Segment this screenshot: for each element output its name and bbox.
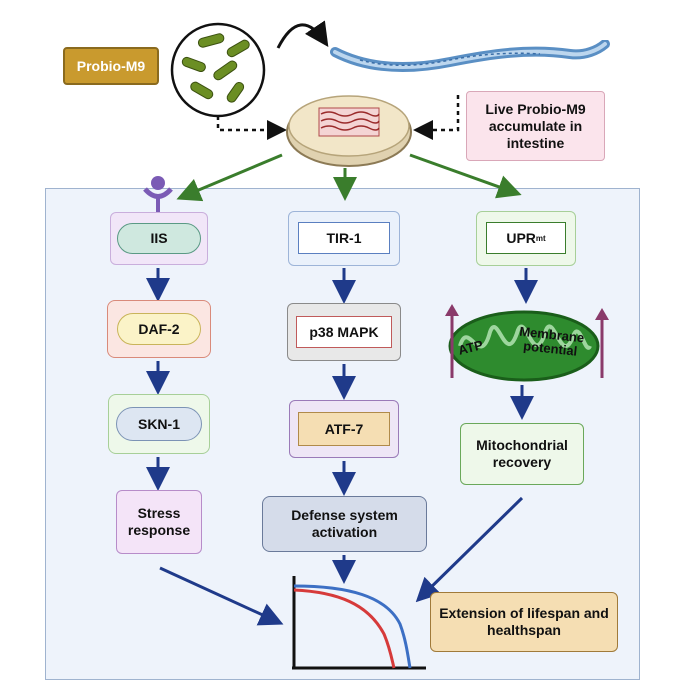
- survival-curve-icon: [292, 576, 426, 670]
- atf7-node: ATF-7: [298, 412, 390, 446]
- stress-response-box: Stress response: [116, 490, 202, 554]
- curve-arrow: [276, 20, 329, 49]
- probio-label: Probio-M9: [63, 47, 159, 85]
- green-arrow-upr: [409, 153, 522, 199]
- accumulate-note: Live Probio-M9 accumulate in intestine: [466, 91, 605, 161]
- mitochondria-icon: [445, 304, 609, 382]
- defense-activation-box: Defense system activation: [262, 496, 427, 552]
- arrow-recovery-curve: [415, 496, 524, 603]
- iis-node: IIS: [117, 223, 201, 254]
- receptor-icon: [143, 176, 173, 214]
- p38-node: p38 MAPK: [296, 316, 392, 348]
- mito-recovery-box: Mitochondrial recovery: [460, 423, 584, 485]
- lifespan-result-box: Extension of lifespan and healthspan: [430, 592, 618, 652]
- green-arrow-iis: [176, 153, 283, 202]
- arrow-stress-curve: [159, 566, 284, 626]
- dotted-arrow-left: [216, 108, 287, 140]
- dotted-arrow-right: [413, 95, 460, 140]
- petri-dish-icon: [286, 95, 412, 167]
- daf2-node: DAF-2: [117, 313, 201, 345]
- skn1-node: SKN-1: [116, 407, 202, 441]
- bacteria-icon: [170, 22, 266, 118]
- worm-icon: [330, 40, 610, 73]
- tir1-node: TIR-1: [298, 222, 390, 254]
